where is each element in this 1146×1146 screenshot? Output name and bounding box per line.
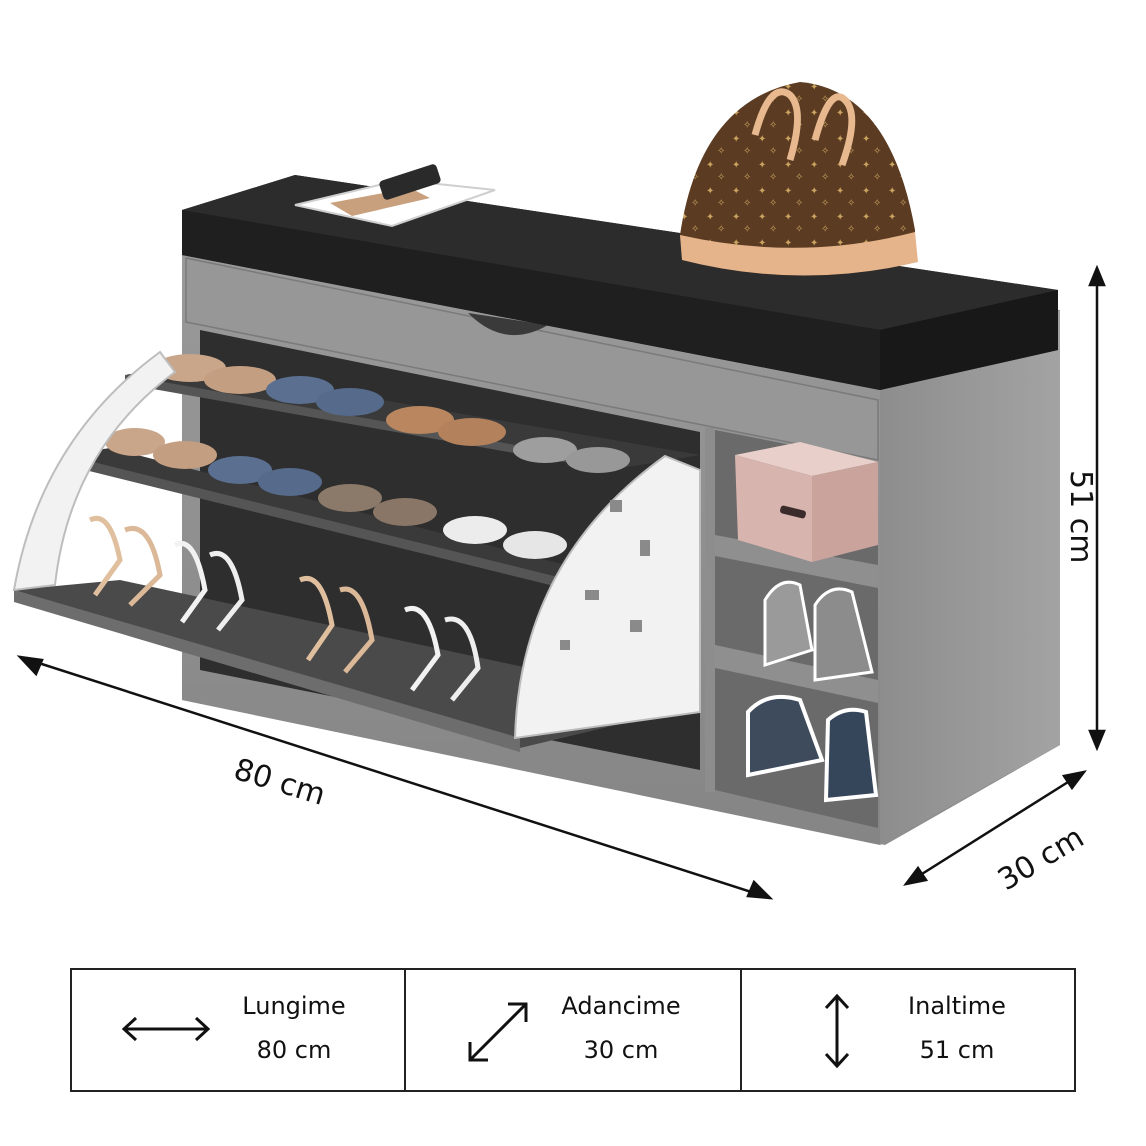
drawer-handle-notch [468,313,548,336]
shoes-middle-row [105,428,567,559]
spec-cell-length: Lungime 80 cm [72,970,406,1090]
vertical-double-arrow-icon [824,993,850,1069]
dimension-arrows [16,264,1106,900]
cabinet-side [880,310,1060,845]
tray-with-phone [294,164,496,228]
top-drawer [185,257,879,461]
storage-box [735,442,878,562]
height-dimension-label: 51 cm [1063,470,1098,564]
flap-drawer [12,350,701,752]
tray-middle [65,448,655,590]
spec-cell-depth: Adancime 30 cm [406,970,742,1090]
phone-icon [379,164,441,200]
spec-name-depth: Adancime [561,992,681,1020]
shoe-bench [12,82,1060,845]
spec-value-height: 51 cm [919,1036,995,1064]
spec-value-depth: 30 cm [583,1036,659,1064]
length-arrow [19,655,771,900]
depth-arrow [905,770,1085,886]
horizontal-double-arrow-icon [121,1016,211,1042]
flap-hinge-right [513,454,701,740]
shelf-1 [715,535,878,588]
diagonal-double-arrow-icon [468,1002,528,1062]
handbag [680,82,918,276]
spec-name-length: Lungime [242,992,346,1020]
heels-bottom-row [88,516,481,702]
spec-value-length: 80 cm [256,1036,332,1064]
sneakers-gray [763,580,874,682]
shoes-top-row [154,354,630,473]
spec-cell-height: Inaltime 51 cm [742,970,1074,1090]
dimensions-table: Lungime 80 cm Adancime 30 cm Inaltime 51… [70,968,1076,1092]
flap-hinge-left [12,350,177,592]
sneakers-navy [746,695,879,803]
shelf-2 [715,645,878,703]
spec-name-height: Inaltime [908,992,1006,1020]
